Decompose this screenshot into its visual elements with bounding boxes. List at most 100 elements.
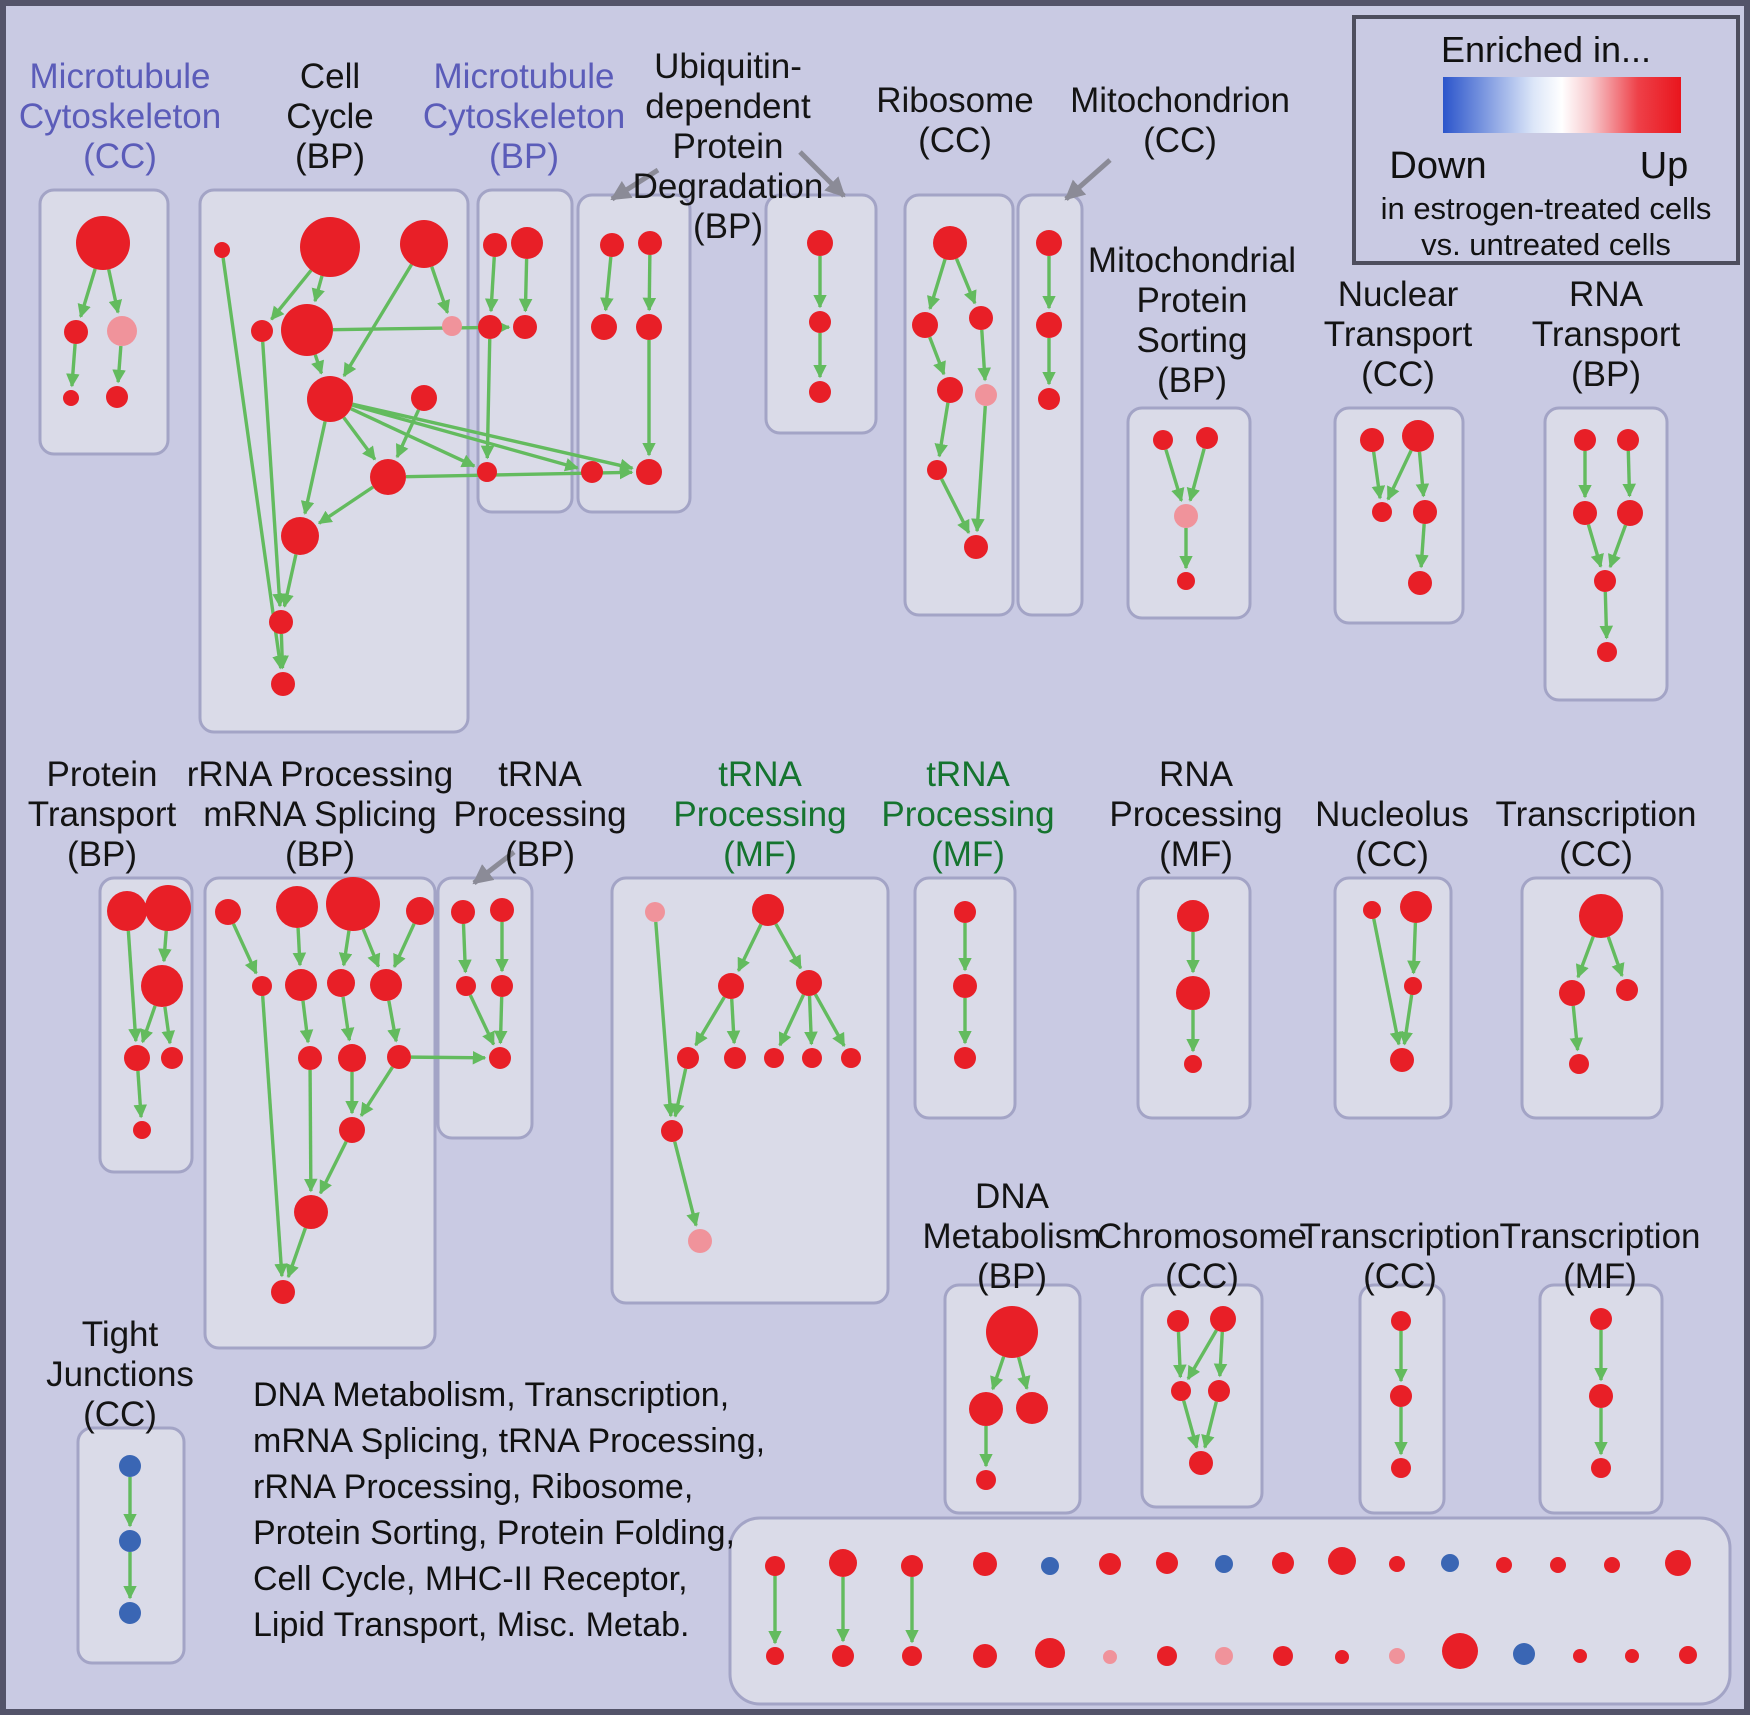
go-node-cc12 — [271, 672, 295, 696]
edge-r6-r7 — [940, 478, 971, 534]
cluster-box-trna-mf-large — [610, 876, 890, 1305]
edge-m3-m5 — [480, 338, 495, 460]
go-node-cc10 — [281, 517, 319, 555]
group-label-microtubule-bp-line-1: Cytoskeleton — [423, 97, 625, 136]
go-node-z11 — [1389, 1556, 1405, 1572]
go-node-s5 — [1594, 570, 1616, 592]
go-node-y12 — [1442, 1633, 1478, 1669]
go-node-q4 — [1413, 500, 1437, 524]
group-label-rna-proc-mf-line-0: RNA — [1159, 755, 1234, 794]
go-node-e1 — [954, 901, 976, 923]
cluster-box-nucleolus — [1333, 876, 1453, 1120]
edge-a7-a10 — [340, 996, 355, 1042]
edge-b1-b3 — [458, 923, 472, 974]
go-node-cc3 — [400, 220, 448, 268]
cluster-box-ribosome-cc — [903, 193, 1015, 617]
go-node-i1 — [986, 1306, 1038, 1358]
edge-a4-a8 — [392, 923, 416, 969]
edge-s3-s5 — [1586, 524, 1604, 568]
edge-g2-g3 — [1407, 922, 1421, 975]
edge-i1-i2 — [990, 1356, 1006, 1391]
group-label-mitochondrion-line-1: (CC) — [1143, 121, 1217, 160]
go-node-j5 — [1189, 1451, 1213, 1475]
go-node-z5 — [1041, 1557, 1059, 1575]
edge-h1-h2 — [1575, 935, 1595, 979]
edge-j1-j3 — [1173, 1331, 1187, 1379]
misc-cluster-caption: DNA Metabolism, Transcription, mRNA Spli… — [253, 1372, 765, 1648]
go-node-g2 — [1400, 891, 1432, 923]
edge-r5-r7 — [971, 405, 987, 533]
go-node-u3 — [591, 314, 617, 340]
edge-a11-b5 — [410, 1050, 487, 1065]
group-label-chromosome-line-1: (CC) — [1165, 1257, 1239, 1296]
go-node-p4 — [1177, 572, 1195, 590]
go-node-g1 — [1363, 901, 1381, 919]
go-node-r5 — [975, 384, 997, 406]
go-node-z13 — [1496, 1557, 1512, 1573]
go-node-k1 — [1391, 1311, 1411, 1331]
go-node-d3 — [718, 973, 744, 999]
cluster-box-dna-metab — [943, 1283, 1082, 1515]
go-node-d6 — [724, 1047, 746, 1069]
group-label-nuclear-transport-line-2: (CC) — [1361, 355, 1435, 394]
edge-d10-d11 — [673, 1141, 700, 1227]
edge-q1-q3 — [1371, 451, 1386, 500]
go-node-cc11 — [269, 610, 293, 634]
group-label-microtubule-cc-line-0: Microtubule — [30, 57, 211, 96]
go-node-u5 — [581, 461, 603, 483]
go-node-q5 — [1408, 571, 1432, 595]
go-node-r3 — [969, 306, 993, 330]
cluster-box-microtubule-bp — [476, 188, 574, 514]
callout-arrow-ubiquitin-to-box-a — [610, 167, 660, 202]
group-label-transcription-cc-mid-line-0: Transcription — [1496, 795, 1697, 834]
edges-layer — [66, 150, 1636, 1645]
go-node-d5 — [677, 1047, 699, 1069]
go-node-cc7 — [307, 376, 353, 422]
go-node-a13 — [294, 1195, 328, 1229]
group-label-protein-transport-line-1: Transport — [28, 795, 177, 834]
go-node-a3 — [326, 877, 380, 931]
group-label-rna-proc-mf-line-1: Processing — [1109, 795, 1282, 834]
callout-arrow-mitochondrion-to-box — [1064, 158, 1112, 201]
edge-m1-m3 — [484, 256, 499, 313]
group-label-rna-transport-line-0: RNA — [1569, 275, 1644, 314]
group-label-ubiquitin-line-2: Protein — [673, 127, 784, 166]
edge-cc1-cc12 — [221, 257, 286, 670]
group-label-trna-bp-line-2: (BP) — [505, 835, 575, 874]
cluster-box-rrna-mrna — [203, 876, 437, 1350]
go-node-g4 — [1390, 1048, 1414, 1072]
cluster-box-nuclear-transport — [1333, 406, 1465, 625]
edge-mc2-mc4 — [66, 343, 80, 388]
group-label-trna-bp-line-0: tRNA — [498, 755, 582, 794]
go-node-y15 — [1625, 1649, 1639, 1663]
edge-s2-s4 — [1622, 450, 1636, 498]
edge-cc3-cc6 — [430, 266, 450, 315]
edge-i1-i3 — [1016, 1356, 1031, 1390]
go-node-i2 — [969, 1392, 1003, 1426]
go-node-b4 — [491, 975, 513, 997]
go-node-g3 — [1404, 977, 1422, 995]
go-node-j4 — [1208, 1380, 1230, 1402]
group-label-nuclear-transport-line-1: Transport — [1324, 315, 1473, 354]
go-node-j1 — [1167, 1310, 1189, 1332]
legend: Enriched in... Down Up in estrogen-treat… — [1352, 15, 1740, 265]
go-node-m2 — [511, 227, 543, 259]
go-node-cc6 — [442, 316, 462, 336]
edge-a11-a12 — [359, 1066, 394, 1117]
go-node-d9 — [841, 1048, 861, 1068]
go-node-l1 — [1590, 1308, 1612, 1330]
edge-s4-s5 — [1608, 524, 1628, 569]
go-node-a9 — [298, 1046, 322, 1070]
go-node-cc4 — [251, 320, 273, 342]
go-node-y14 — [1573, 1649, 1587, 1663]
go-node-w3 — [119, 1602, 141, 1624]
go-node-v1 — [807, 230, 833, 256]
group-label-ubiquitin-line-4: (BP) — [693, 207, 763, 246]
edge-g3-g4 — [1399, 994, 1414, 1046]
go-node-z16 — [1665, 1550, 1691, 1576]
go-node-b5 — [489, 1047, 511, 1069]
edge-d4-d9 — [813, 993, 846, 1047]
go-node-y13 — [1513, 1643, 1535, 1665]
group-label-ubiquitin-line-3: Degradation — [633, 167, 824, 206]
go-node-m1 — [483, 233, 507, 257]
